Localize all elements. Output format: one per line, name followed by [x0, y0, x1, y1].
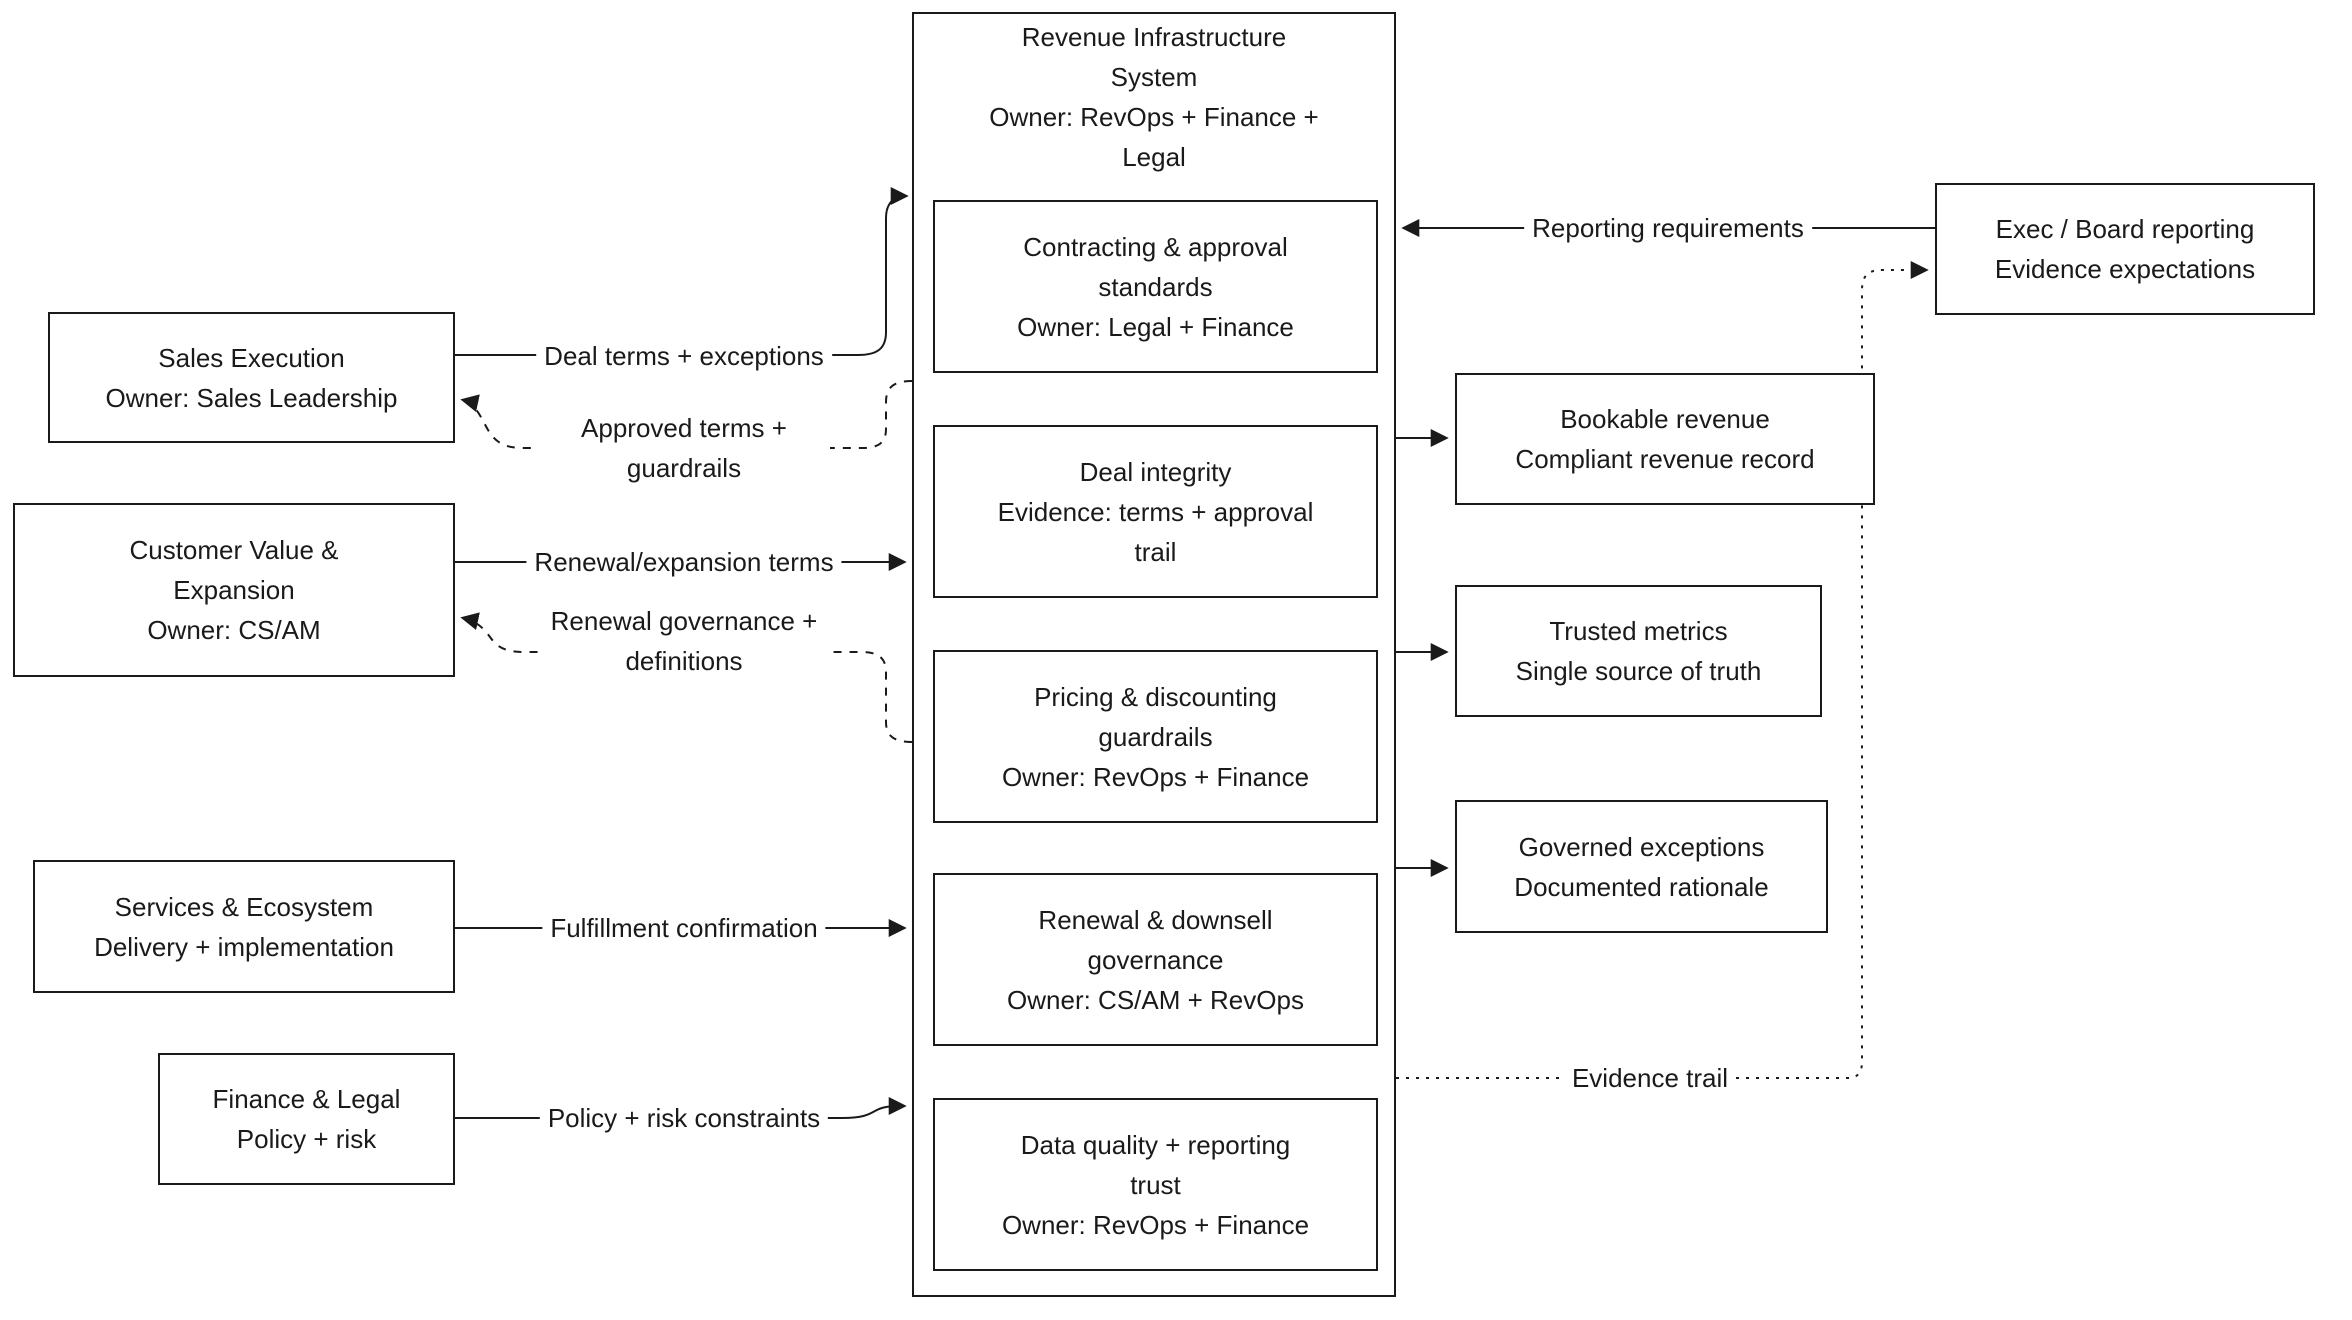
node-title: Governed exceptions: [1518, 831, 1765, 862]
node-governed-exceptions: Governed exceptions Documented rationale: [1455, 800, 1828, 933]
node-title: Services & Ecosystem: [114, 891, 374, 922]
node-title: Customer Value & Expansion: [129, 535, 339, 605]
node-title: Bookable revenue: [1560, 404, 1770, 434]
node-revenue-infrastructure-system: [912, 12, 1396, 1297]
node-bookable-revenue: Bookable revenue Compliant revenue recor…: [1455, 373, 1875, 505]
edge-approved-terms: [460, 380, 913, 449]
node-subtitle: Delivery + implementation: [94, 931, 394, 962]
node-deal-integrity: Deal integrity Evidence: terms + approva…: [933, 425, 1378, 598]
node-pricing-discounting-guardrails: Pricing & discounting guardrails Owner: …: [933, 650, 1378, 823]
node-subtitle: Owner: Legal + Finance: [1017, 311, 1294, 342]
edge-label-fulfillment: Fulfillment confirmation: [542, 908, 826, 948]
node-subtitle: Owner: Sales Leadership: [105, 382, 398, 413]
node-exec-board-reporting: Exec / Board reporting Evidence expectat…: [1935, 183, 2315, 315]
edge-label-approved-terms: Approved terms + guardrails: [538, 408, 830, 488]
node-title: Pricing & discounting guardrails: [1034, 681, 1277, 752]
node-title: Renewal & downsell governance: [1038, 904, 1273, 975]
node-renewal-downsell-governance: Renewal & downsell governance Owner: CS/…: [933, 873, 1378, 1046]
node-title: Deal integrity: [1079, 456, 1232, 487]
node-trusted-metrics: Trusted metrics Single source of truth: [1455, 585, 1822, 717]
node-subtitle: Owner: CS/AM + RevOps: [1007, 984, 1304, 1015]
node-title: Data quality + reporting trust: [1020, 1129, 1291, 1200]
node-subtitle: Compliant revenue record: [1515, 444, 1815, 474]
edge-deal-terms: [455, 187, 909, 356]
node-subtitle: Evidence expectations: [1994, 254, 2256, 284]
node-services-ecosystem: Services & Ecosystem Delivery + implemen…: [33, 860, 455, 993]
node-title: Exec / Board reporting: [1995, 214, 2255, 244]
edge-policy-risk: [455, 1097, 907, 1119]
node-subtitle: Documented rationale: [1514, 871, 1769, 902]
edge-label-evidence-trail: Evidence trail: [1563, 1058, 1737, 1098]
node-title: Finance & Legal: [212, 1084, 401, 1114]
edge-label-reporting-requirements: Reporting requirements: [1524, 208, 1812, 248]
node-subtitle: Owner: RevOps + Finance: [1001, 761, 1310, 792]
node-subtitle: Owner: RevOps + Finance: [1001, 1209, 1310, 1240]
node-subtitle: Owner: CS/AM: [147, 615, 321, 645]
edge-label-renewal-governance: Renewal governance + definitions: [538, 601, 830, 681]
node-subtitle: Evidence: terms + approval trail: [997, 496, 1314, 567]
node-title: Sales Execution: [158, 342, 345, 373]
node-sales-execution: Sales Execution Owner: Sales Leadership: [48, 312, 455, 443]
system-owner-text: Owner: RevOps + Finance + Legal: [989, 102, 1319, 172]
node-title: Contracting & approval standards: [1023, 231, 1288, 302]
node-finance-legal: Finance & Legal Policy + risk: [158, 1053, 455, 1185]
node-customer-value-expansion: Customer Value & Expansion Owner: CS/AM: [13, 503, 455, 677]
edge-label-policy-risk: Policy + risk constraints: [539, 1098, 829, 1138]
edge-evidence-trail: [1396, 261, 1929, 1079]
node-subtitle: Single source of truth: [1515, 656, 1762, 686]
system-title: Revenue Infrastructure System Owner: Rev…: [912, 17, 1396, 177]
edge-label-deal-terms: Deal terms + exceptions: [536, 336, 832, 376]
node-data-quality-reporting-trust: Data quality + reporting trust Owner: Re…: [933, 1098, 1378, 1271]
system-title-text: Revenue Infrastructure System: [1021, 22, 1287, 92]
node-contracting-approval-standards: Contracting & approval standards Owner: …: [933, 200, 1378, 373]
edge-label-renewal-expansion: Renewal/expansion terms: [526, 542, 842, 582]
node-title: Trusted metrics: [1549, 616, 1728, 646]
node-subtitle: Policy + risk: [236, 1124, 377, 1154]
